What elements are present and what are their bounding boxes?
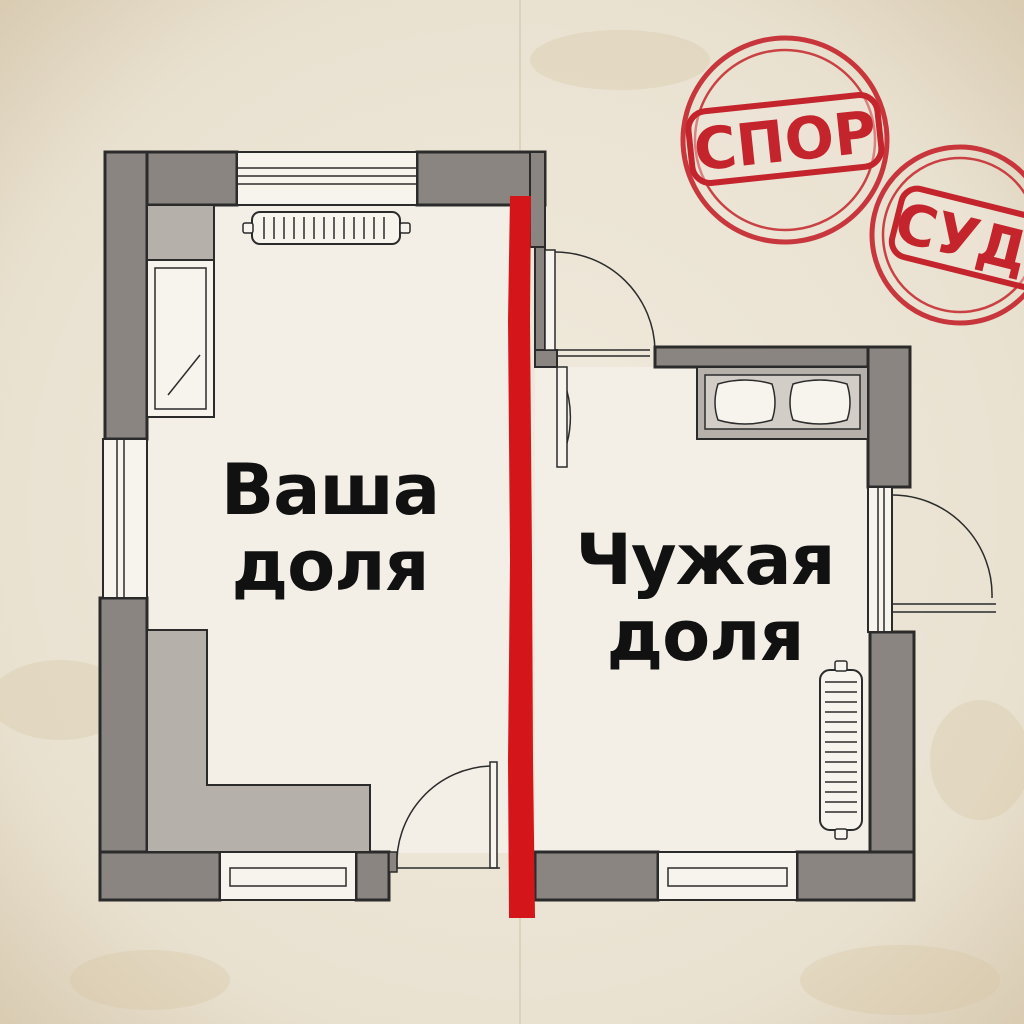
right-bottom-window: [657, 851, 798, 901]
left-room: [98, 150, 547, 902]
stamp-spor: СПОР: [680, 35, 890, 245]
pillow-icon: [789, 379, 851, 425]
radiator-right: [819, 660, 863, 840]
wardrobe: [146, 204, 215, 418]
left-bottom-door: [388, 761, 500, 873]
sofa: [696, 366, 869, 440]
right-room-label: Чужая доля: [560, 522, 850, 674]
right-room-label-line1: Чужая: [575, 519, 835, 601]
right-upper-wall: [534, 349, 558, 368]
right-bottom-wall-segment: [795, 850, 916, 902]
right-room-label-line2: доля: [606, 595, 805, 677]
pillow-icon: [714, 379, 776, 425]
left-bottom-wall-segment: [354, 850, 391, 902]
left-side-window: [102, 438, 148, 599]
right-side-door: [891, 494, 996, 613]
right-side-wall-segment: [866, 345, 912, 489]
right-room: [529, 151, 996, 902]
kitchen-counter: [146, 629, 371, 853]
radiator-top: [242, 211, 411, 245]
right-entrance-door: [544, 249, 656, 468]
dividing-red-line: [508, 196, 535, 918]
stamp-sud: СУД: [869, 144, 1024, 326]
right-upper-wall: [534, 246, 546, 351]
left-room-label-line1: Ваша: [220, 449, 440, 531]
right-side-window: [867, 486, 893, 633]
left-top-window: [236, 151, 418, 206]
left-room-label: Ваша доля: [200, 452, 460, 604]
right-upper-wall: [529, 151, 546, 248]
right-bottom-wall-segment: [533, 850, 660, 902]
left-side-wall-segment: [103, 150, 149, 441]
left-bottom-wall-segment: [98, 850, 222, 902]
right-room-floor: [535, 367, 870, 852]
left-bottom-window: [219, 851, 357, 901]
left-side-wall-segment: [98, 596, 149, 902]
left-room-label-line2: доля: [231, 525, 430, 607]
paper-stains: [0, 30, 1024, 1015]
